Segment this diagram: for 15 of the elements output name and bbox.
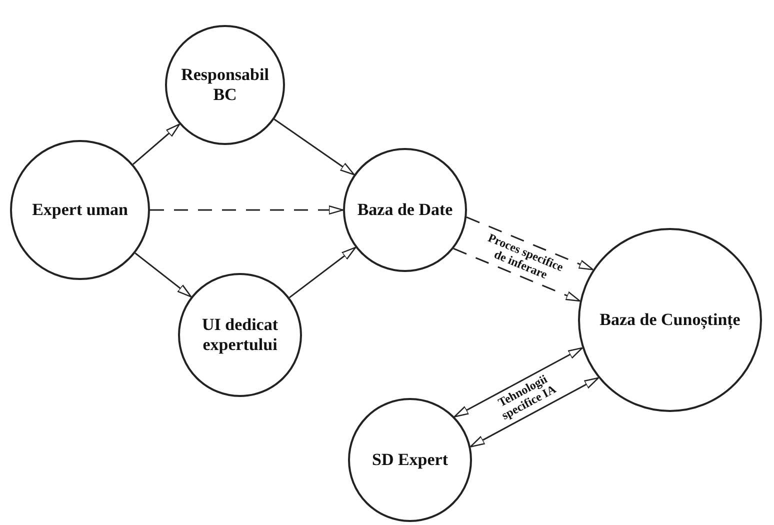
arrow xyxy=(274,118,355,176)
node-label: Expert uman xyxy=(31,200,129,220)
node-label: UI dedicat expertului xyxy=(200,314,280,356)
arrow xyxy=(466,216,594,270)
arrow xyxy=(454,347,583,418)
arrow xyxy=(132,124,180,165)
node-label: Baza de Cunoștințe xyxy=(598,310,742,330)
arrow xyxy=(150,205,344,215)
arrow xyxy=(453,248,581,302)
node-label: Baza de Date xyxy=(356,200,454,220)
arrow xyxy=(288,246,356,298)
node-label: SD Expert xyxy=(370,450,450,470)
node-label: Responsabil BC xyxy=(180,64,270,106)
arrow xyxy=(134,252,192,298)
arrow xyxy=(470,377,600,448)
